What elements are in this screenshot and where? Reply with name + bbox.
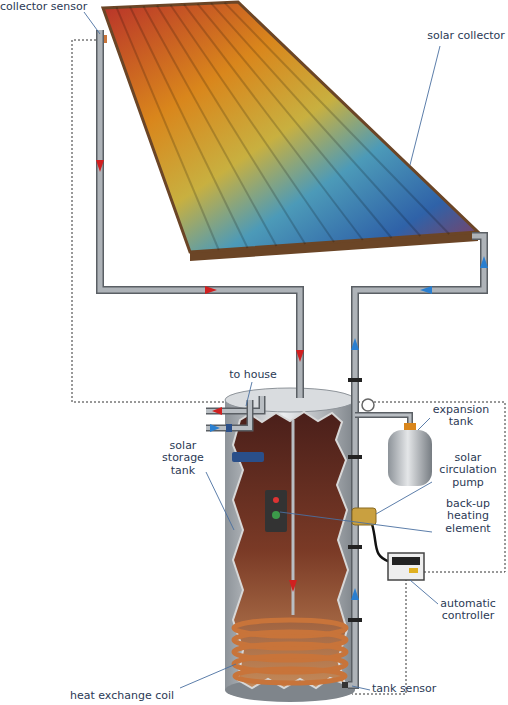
part-label: collector sensor	[0, 1, 100, 13]
pressure-gauge	[362, 399, 374, 411]
controller-box	[388, 553, 424, 580]
flow-arrow	[296, 350, 304, 362]
leader-lines	[84, 12, 440, 690]
flow-arrow	[351, 588, 359, 600]
part-label: solar collector	[425, 30, 507, 42]
stripe	[144, 6, 277, 246]
valve	[348, 618, 362, 622]
leader-line	[280, 512, 432, 532]
house-pipe	[206, 400, 250, 428]
stripe	[171, 5, 335, 242]
part-label: tank sensor	[372, 683, 452, 695]
leader-line	[206, 472, 234, 530]
hot-pipe	[100, 30, 300, 398]
part-label: to house	[222, 369, 284, 381]
pipes	[100, 30, 484, 685]
expansion-tank	[388, 430, 432, 486]
circulation-pump	[352, 508, 376, 525]
flow-arrow	[420, 286, 432, 294]
flow-arrow	[289, 580, 297, 592]
tank-body	[225, 400, 355, 690]
part-label: back-up heating element	[430, 498, 506, 535]
expansion-pipe	[355, 415, 410, 428]
absorber-stripes	[117, 3, 450, 250]
leader-line	[84, 12, 100, 34]
cold-flow-arrows	[210, 256, 488, 600]
storage-tank	[225, 388, 355, 702]
stripe	[211, 3, 420, 236]
house-pipe	[206, 396, 262, 411]
expansion-pipe	[355, 415, 410, 428]
heat-exchange-coil	[234, 620, 346, 683]
tank-cutaway	[233, 412, 348, 688]
valve	[226, 424, 232, 432]
part-label: heat exchange coil	[70, 690, 200, 702]
leader-line	[246, 382, 252, 406]
flow-arrow	[351, 338, 359, 350]
tank-fitting	[404, 423, 416, 430]
indicator-light	[273, 497, 279, 503]
flow-arrow	[212, 407, 222, 415]
controller-light	[409, 568, 418, 573]
backup-heater-panel	[265, 490, 287, 532]
hot-pipe	[100, 30, 300, 398]
tank-badge	[232, 452, 264, 462]
house-pipe	[206, 400, 250, 428]
solar-collector	[99, 2, 478, 261]
stripe	[184, 4, 363, 240]
indicator-light	[272, 511, 280, 519]
collector-panel	[103, 2, 478, 252]
stripe	[225, 3, 450, 234]
part-label: solar storage tank	[152, 440, 214, 477]
leader-line	[410, 46, 440, 165]
part-label: expansion tank	[428, 404, 494, 429]
flow-arrow	[210, 424, 220, 432]
flow-arrow	[480, 256, 488, 268]
sensor-wire	[352, 579, 406, 694]
leader-line	[180, 664, 236, 688]
stripe	[157, 6, 305, 244]
house-pipe	[206, 396, 262, 411]
valve	[348, 378, 362, 382]
valves	[226, 378, 362, 622]
valve	[348, 455, 362, 459]
stripe	[198, 4, 392, 238]
leader-line	[376, 482, 432, 514]
valve	[348, 545, 362, 549]
part-label: solar circulation pump	[430, 452, 506, 489]
flow-arrow	[96, 160, 104, 172]
hot-flow-arrows	[96, 160, 304, 592]
leader-line	[418, 418, 430, 430]
flow-arrow	[205, 286, 217, 294]
stripe	[117, 7, 219, 250]
controller-display	[392, 557, 420, 565]
leader-line	[352, 686, 370, 690]
leader-line	[410, 580, 438, 604]
coil-turn	[235, 669, 345, 683]
part-label: automatic controller	[430, 598, 506, 623]
